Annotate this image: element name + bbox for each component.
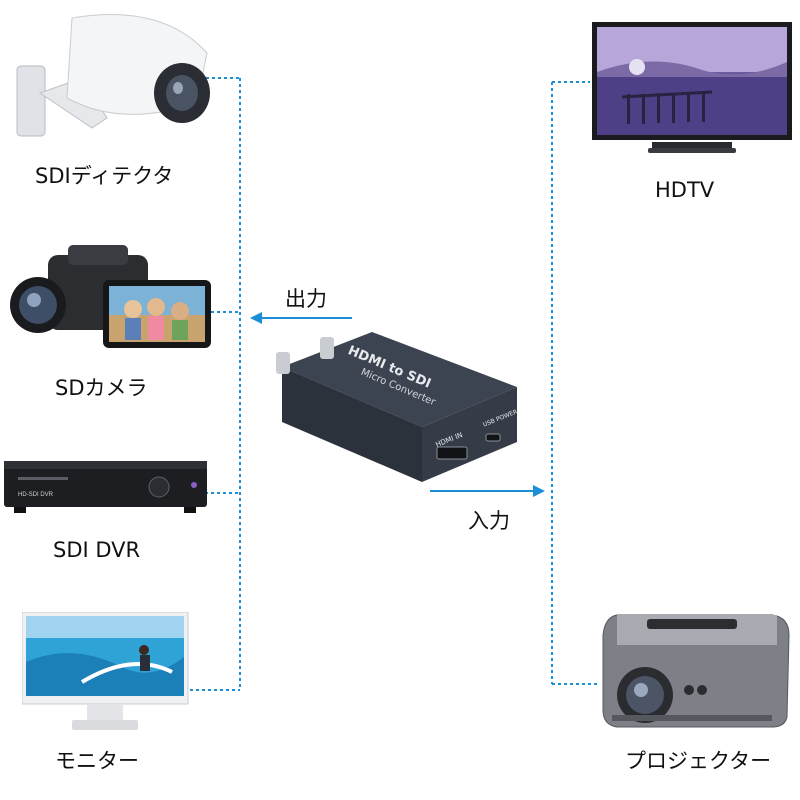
output-arrow — [250, 312, 352, 324]
svg-text:HD-SDI DVR: HD-SDI DVR — [18, 492, 54, 498]
security-camera-icon — [16, 14, 210, 137]
output-label: 出力 — [285, 287, 327, 311]
device-label-monitor: モニター — [55, 749, 139, 773]
monitor-icon — [22, 612, 189, 730]
dvr-icon: HD-SDI DVR — [4, 461, 207, 513]
device-label-sdi-detector: SDIディテクタ — [35, 164, 174, 188]
projector-icon — [602, 614, 790, 728]
device-label-hdtv: HDTV — [655, 178, 715, 202]
device-label-projector: プロジェクター — [625, 749, 772, 773]
input-label: 入力 — [468, 509, 510, 533]
device-label-sd-camera: SDカメラ — [55, 376, 148, 400]
hdmi-to-sdi-converter — [276, 332, 517, 482]
input-arrow — [430, 485, 545, 497]
camcorder-icon — [10, 245, 211, 348]
tv-icon — [592, 22, 792, 153]
device-label-sdi-dvr: SDI DVR — [53, 538, 141, 562]
